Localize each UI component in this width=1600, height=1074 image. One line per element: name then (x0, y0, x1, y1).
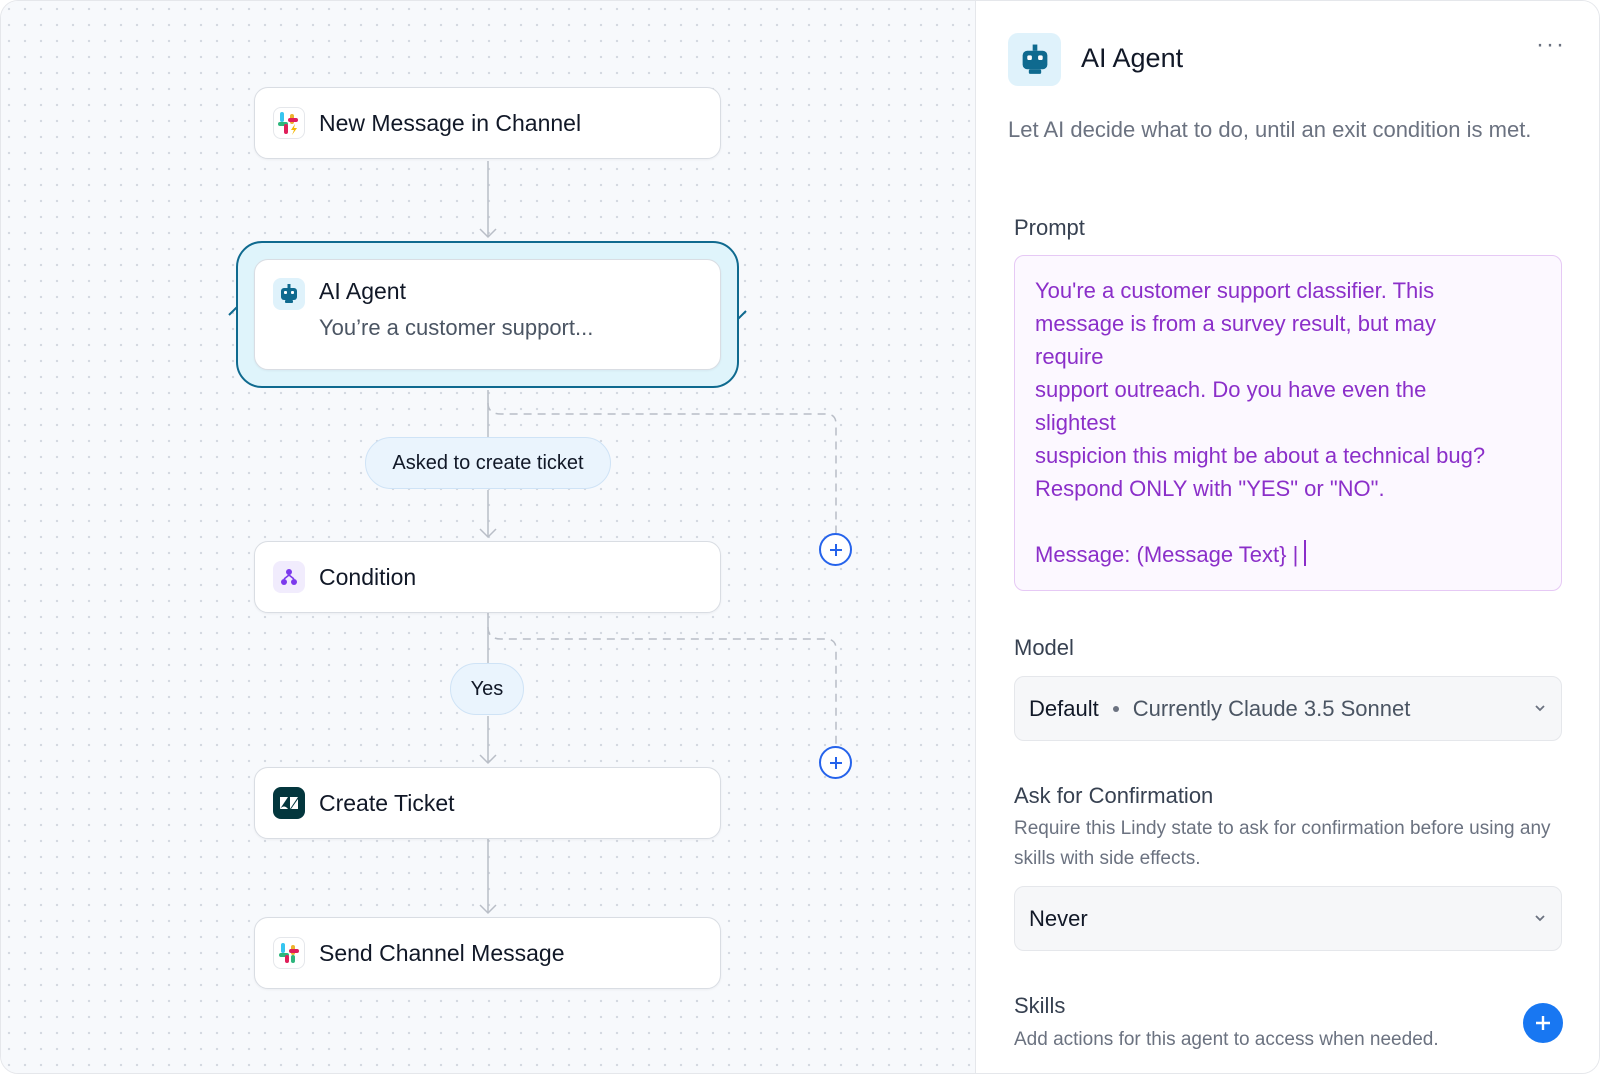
trigger-node[interactable]: New Message in Channel (254, 87, 721, 159)
condition-title: Condition (319, 563, 417, 590)
add-skill-button[interactable] (1523, 1003, 1563, 1043)
prompt-line: Message: (Message Text} | (1035, 542, 1299, 567)
prompt-label: Prompt (1014, 215, 1085, 240)
agent-node-text: AI Agent You’re a customer support... (319, 278, 593, 341)
exit-condition-text: Asked to create ticket (392, 451, 584, 474)
create-ticket-title: Create Ticket (319, 789, 455, 816)
workflow-canvas[interactable]: New Message in Channel AI Agent You’re a… (1, 1, 976, 1073)
exit-condition-label[interactable]: Asked to create ticket (365, 437, 611, 489)
model-value: Default (1029, 695, 1099, 721)
prompt-line: message is from a survey result, but may (1035, 311, 1437, 336)
add-branch-button[interactable] (819, 746, 852, 779)
skills-help: Add actions for this agent to access whe… (1014, 1029, 1439, 1050)
text-caret (1304, 540, 1307, 566)
agent-node-subtitle: You’re a customer support... (319, 315, 594, 340)
branch-label-yes[interactable]: Yes (450, 663, 524, 715)
separator-dot (1112, 705, 1119, 712)
send-message-node[interactable]: Send Channel Message (254, 917, 721, 989)
confirmation-value: Never (1029, 905, 1088, 931)
chevron-down-icon (1535, 915, 1545, 922)
slack-trigger-icon (273, 107, 305, 139)
agent-node-title: AI Agent (319, 278, 406, 304)
agent-settings-panel: AI Agent ··· Let AI decide what to do, u… (976, 1, 1599, 1073)
branch-label-text: Yes (470, 677, 504, 700)
robot-icon (1008, 33, 1061, 86)
confirmation-select[interactable]: Never (1014, 886, 1562, 951)
agent-node[interactable]: AI Agent You’re a customer support... (254, 259, 721, 370)
prompt-line: You're a customer support classifier. Th… (1035, 278, 1435, 303)
prompt-line (1035, 505, 1541, 538)
trigger-title: New Message in Channel (319, 109, 582, 136)
chevron-down-icon (1535, 705, 1545, 712)
prompt-line-with-caret: Message: (Message Text} | (1035, 538, 1541, 571)
skills-label: Skills (1014, 993, 1066, 1018)
plus-icon (829, 543, 842, 556)
model-label: Model (1014, 635, 1074, 660)
plus-icon (1536, 1016, 1550, 1030)
plus-icon (829, 756, 842, 769)
slack-icon (273, 937, 305, 969)
create-ticket-node[interactable]: Create Ticket (254, 767, 721, 839)
model-select[interactable]: Default Currently Claude 3.5 Sonnet (1014, 676, 1562, 741)
prompt-line: suspicion this might be about a technica… (1035, 443, 1486, 468)
send-message-title: Send Channel Message (319, 939, 565, 966)
model-detail: Currently Claude 3.5 Sonnet (1132, 695, 1411, 721)
prompt-line: support outreach. Do you have even the (1035, 377, 1427, 402)
condition-node[interactable]: Condition (254, 541, 721, 613)
panel-title: AI Agent (1081, 43, 1184, 73)
robot-icon (273, 278, 305, 310)
panel-description: Let AI decide what to do, until an exit … (1008, 117, 1532, 142)
add-step-button[interactable] (819, 533, 852, 566)
prompt-line: Respond ONLY with "YES" or "NO". (1035, 476, 1385, 501)
more-options-button[interactable]: ··· (1536, 31, 1566, 58)
zendesk-icon (273, 787, 305, 819)
prompt-line: require (1035, 344, 1104, 369)
prompt-textarea[interactable]: You're a customer support classifier. Th… (1014, 255, 1562, 591)
confirmation-label: Ask for Confirmation (1014, 783, 1214, 808)
prompt-line: slightest (1035, 410, 1116, 435)
branch-icon (273, 561, 305, 593)
confirmation-help: Require this Lindy state to ask for conf… (1014, 818, 1551, 869)
